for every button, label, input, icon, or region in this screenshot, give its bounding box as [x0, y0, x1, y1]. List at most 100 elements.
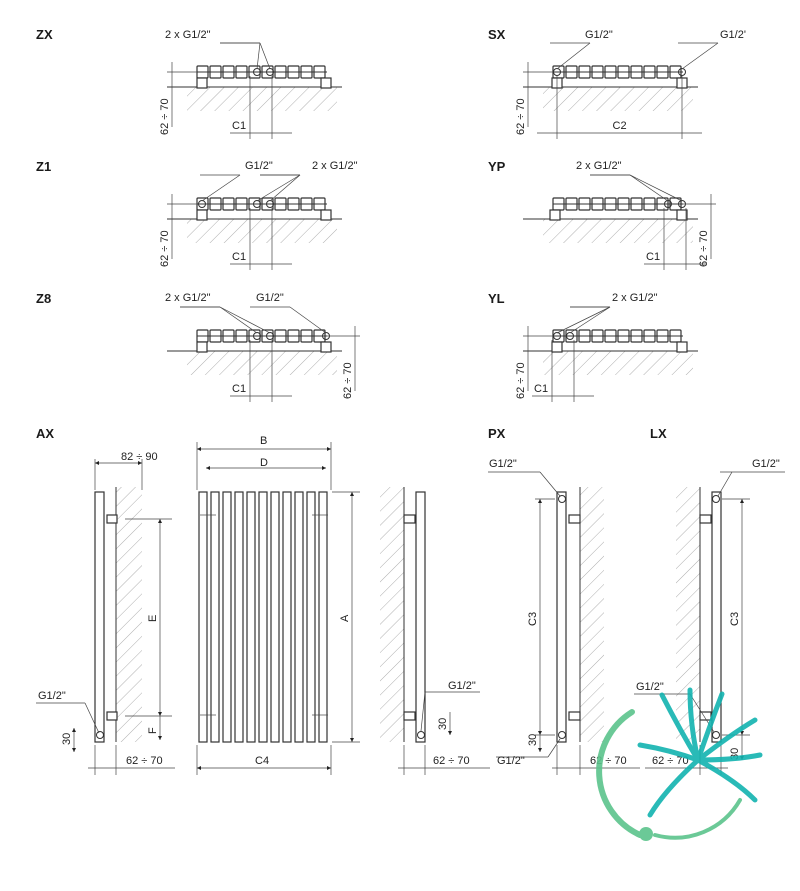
variant-z8: Z8 2 x G1/2" G1/2" C1 62 ÷ 70	[36, 291, 360, 402]
radiator-side	[711, 491, 722, 743]
wall-hatch	[580, 487, 604, 742]
tube	[198, 491, 208, 743]
dim-62-70-ax: 62 ÷ 70	[126, 755, 163, 767]
leader-line	[219, 306, 258, 334]
tube	[234, 491, 244, 743]
dim-height: 62 ÷ 70	[515, 362, 527, 399]
dim-height: 62 ÷ 70	[515, 98, 527, 135]
bracket	[549, 209, 561, 221]
bracket	[196, 209, 208, 221]
wall-hatch	[187, 87, 337, 111]
connection-label: G1/2"	[256, 292, 284, 304]
bracket	[676, 341, 688, 353]
wall-hatch	[116, 487, 142, 742]
variant-code: Z8	[36, 291, 51, 306]
connection-label: 2 x G1/2"	[612, 292, 658, 304]
bracket	[676, 209, 688, 221]
dim-c: C1	[232, 251, 246, 263]
px-label-bottom: G1/2"	[497, 755, 525, 767]
radiator-side	[415, 491, 426, 743]
valve-port	[664, 200, 672, 208]
dim-b: B	[260, 435, 267, 447]
lx-label-top: G1/2"	[752, 458, 780, 470]
bracket-bottom	[568, 711, 581, 721]
dim-height: 62 ÷ 70	[698, 230, 710, 267]
ax-front: B D A C4	[196, 435, 360, 775]
tube	[210, 491, 220, 743]
bracket	[196, 77, 208, 89]
connection-label: G1/2"	[245, 160, 273, 172]
bracket	[320, 77, 332, 89]
bracket-bottom	[403, 711, 416, 721]
variant-code: ZX	[36, 27, 53, 42]
px-code: PX	[488, 426, 506, 441]
watermark-logo	[596, 687, 763, 841]
dim-c4: C4	[255, 755, 269, 767]
ax-side-right: G1/2" 30 62 ÷ 70	[380, 487, 490, 775]
px-label-top: G1/2"	[489, 458, 517, 470]
leader-line	[556, 42, 591, 70]
ax-port-label: G1/2"	[38, 690, 66, 702]
dim-height: 62 ÷ 70	[159, 230, 171, 267]
leader-line	[681, 42, 719, 70]
dim-c: C1	[232, 383, 246, 395]
leader-line	[259, 42, 271, 70]
tube	[270, 491, 280, 743]
wall-hatch	[187, 351, 337, 375]
dim-a: A	[339, 614, 351, 622]
bracket-bottom	[106, 711, 118, 721]
wall-hatch	[187, 219, 337, 243]
dim-c: C2	[613, 120, 627, 132]
ax-code: AX	[36, 426, 54, 441]
valve-port-top	[558, 495, 566, 503]
tube	[318, 491, 328, 743]
px-section: PX G1/2" C3 30 G1/2" 62 ÷ 70	[488, 426, 640, 775]
valve-port	[253, 332, 261, 340]
bracket	[320, 341, 332, 353]
variant-yl: YL 2 x G1/2" C1 62 ÷ 70	[488, 291, 698, 402]
dim-d: D	[260, 457, 268, 469]
ax-tubes	[198, 491, 328, 743]
leader-line	[629, 174, 669, 202]
px-dim-c3: C3	[527, 612, 539, 626]
ax-right-port-label: G1/2"	[448, 680, 476, 692]
bracket	[551, 341, 563, 353]
connection-label: 2 x G1/2"	[576, 160, 622, 172]
dim-c: C1	[646, 251, 660, 263]
leader-line	[556, 306, 611, 334]
dim-e: E	[147, 615, 159, 622]
connection-label: 2 x G1/2"	[312, 160, 358, 172]
tube	[246, 491, 256, 743]
valve-port	[96, 731, 104, 739]
valve-port-bottom	[558, 731, 566, 739]
variant-code: YL	[488, 291, 505, 306]
dim-62-70-ax-right: 62 ÷ 70	[433, 755, 470, 767]
valve-port	[566, 332, 574, 340]
bracket-top	[106, 514, 118, 524]
dim-f: F	[147, 727, 159, 734]
lx-label-bottom: G1/2"	[636, 681, 664, 693]
dim-height: 62 ÷ 70	[342, 362, 354, 399]
px-dim-30: 30	[527, 734, 539, 746]
variant-sx: SX G1/2" G1/2' C2 62 ÷ 70	[488, 27, 746, 139]
connection-label: G1/2"	[585, 29, 613, 41]
bracket-top	[568, 514, 581, 524]
valve-port-top	[712, 495, 720, 503]
variant-code: YP	[488, 159, 506, 174]
valve-port	[553, 332, 561, 340]
variant-yp: YP 2 x G1/2" C1 62 ÷ 70	[488, 159, 716, 270]
ax-section: AX 82 ÷ 90 E F G1/2" 30	[36, 426, 490, 775]
tube	[282, 491, 292, 743]
leader-line	[219, 306, 271, 334]
lx-code: LX	[650, 426, 667, 441]
connection-label: G1/2'	[720, 29, 746, 41]
dim-c: C1	[534, 383, 548, 395]
valve-port	[266, 200, 274, 208]
connection-label: 2 x G1/2"	[165, 292, 211, 304]
variant-code: SX	[488, 27, 506, 42]
bracket-top	[403, 514, 416, 524]
radiator-side	[556, 491, 567, 743]
valve-port	[553, 68, 561, 76]
